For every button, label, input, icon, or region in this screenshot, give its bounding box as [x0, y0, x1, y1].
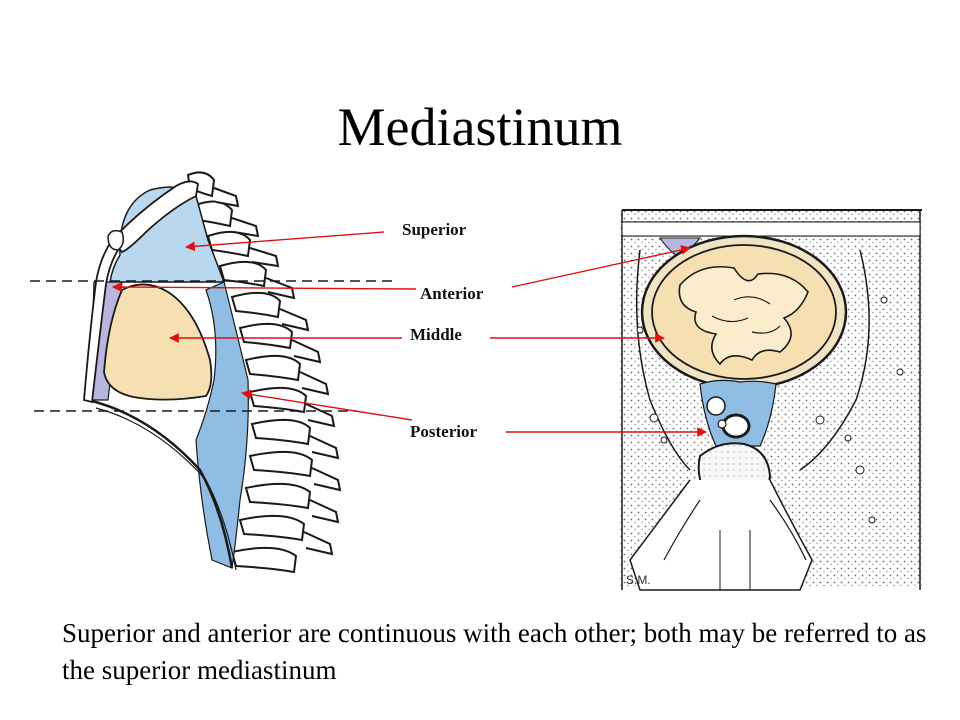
posterior-region [195, 281, 249, 569]
posterior-arrow-left [241, 389, 413, 421]
anterior-arrow-right [511, 245, 691, 288]
diaphragm [87, 398, 234, 569]
sagittal-view [30, 171, 392, 574]
superior-arrow-left [185, 231, 385, 252]
vertebral-column [186, 171, 342, 574]
axial-view: S.M. [620, 208, 922, 591]
label-posterior: Posterior [410, 422, 478, 441]
label-middle: Middle [410, 325, 462, 344]
artist-initials: S.M. [626, 573, 651, 587]
label-anterior: Anterior [420, 284, 484, 303]
sternum [83, 238, 124, 404]
heart-chambers [678, 266, 809, 366]
label-superior: Superior [402, 220, 467, 239]
slide-title: Mediastinum [337, 97, 623, 157]
aorta [721, 413, 751, 439]
slide-caption: Superior and anterior are continuous wit… [62, 618, 927, 685]
leader-lines [112, 231, 707, 437]
first-rib [110, 180, 199, 254]
middle-region [103, 283, 213, 401]
anterior-arrow-left [112, 282, 417, 292]
